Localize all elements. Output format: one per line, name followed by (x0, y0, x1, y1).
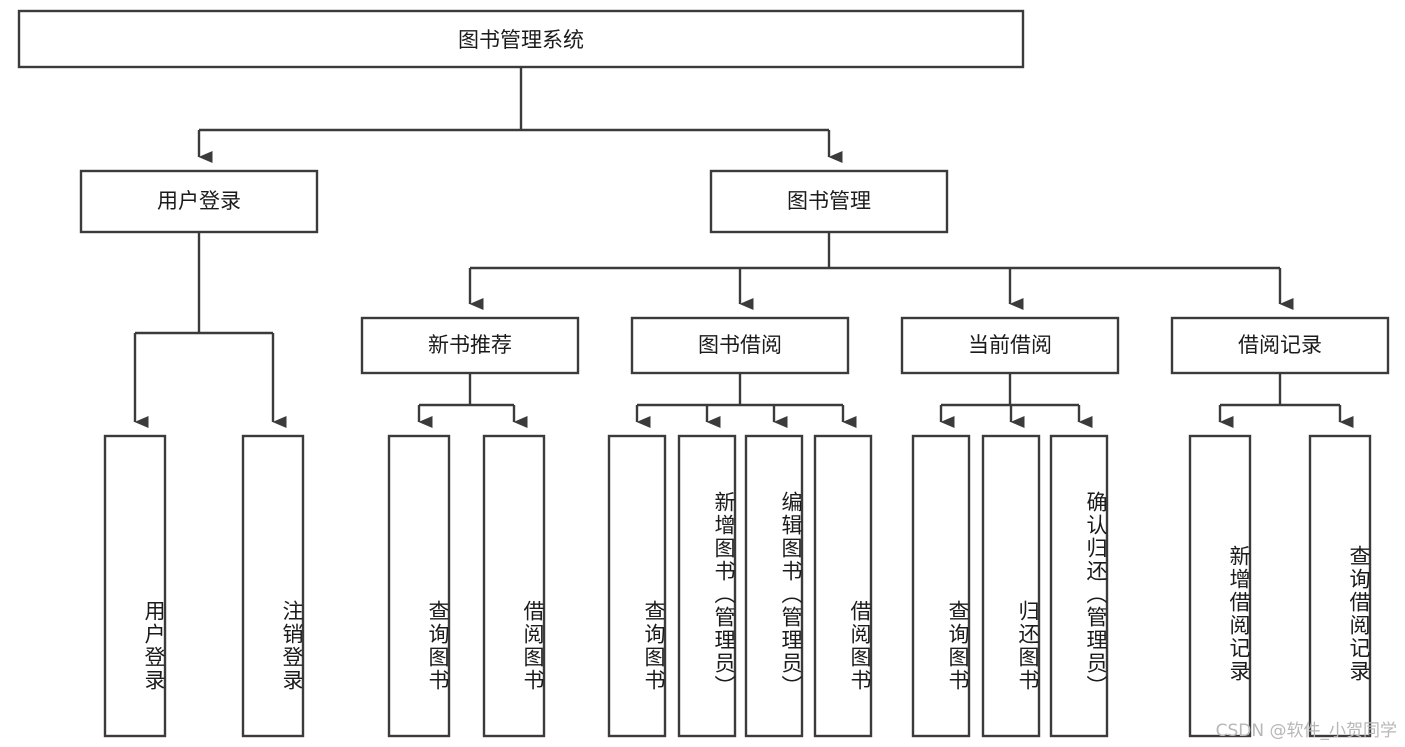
node-current-borrow-box[interactable] (900, 316, 1120, 375)
node-book-borrow-label: 图书借阅 (698, 333, 782, 357)
node-root-label: 图书管理系统 (458, 28, 584, 52)
node-user-login-label: 用户登录 (157, 189, 241, 213)
node-leaf-user-login-box[interactable] (103, 434, 167, 738)
node-book-manage-box[interactable] (709, 169, 949, 234)
node-leaf-borrow-book-1-box[interactable] (482, 434, 546, 738)
node-borrow-record-label: 借阅记录 (1238, 333, 1322, 357)
node-new-book-recommend-label: 新书推荐 (428, 333, 512, 357)
node-leaf-add-record-box[interactable] (1188, 434, 1252, 738)
node-leaf-query-book-1-box[interactable] (387, 434, 451, 738)
csdn-watermark: CSDN @软件_小贺同学 (1215, 721, 1397, 741)
node-new-book-recommend-box[interactable] (360, 316, 580, 375)
node-group: 图书管理系统 用户登录 图书管理 新书推荐 图书借阅 当前借阅 借阅记录 (17, 9, 1390, 738)
node-root-box[interactable] (17, 9, 1025, 69)
node-leaf-add-book-box[interactable] (677, 434, 737, 738)
node-leaf-query-book-3-box[interactable] (911, 434, 971, 738)
node-leaf-user-logout-box[interactable] (241, 434, 305, 738)
node-current-borrow-label: 当前借阅 (968, 333, 1052, 357)
edge-group (133, 67, 1354, 428)
node-leaf-query-record-box[interactable] (1308, 434, 1372, 738)
node-leaf-edit-book-box[interactable] (744, 434, 804, 738)
node-user-login-box[interactable] (79, 169, 319, 234)
node-leaf-borrow-book-2-box[interactable] (813, 434, 873, 738)
node-leaf-query-book-2-box[interactable] (607, 434, 667, 738)
node-book-manage-label: 图书管理 (787, 189, 871, 213)
node-leaf-return-book-box[interactable] (981, 434, 1041, 738)
node-borrow-record-box[interactable] (1170, 316, 1390, 375)
node-book-borrow-box[interactable] (630, 316, 850, 375)
node-leaf-confirm-return-box[interactable] (1049, 434, 1109, 738)
